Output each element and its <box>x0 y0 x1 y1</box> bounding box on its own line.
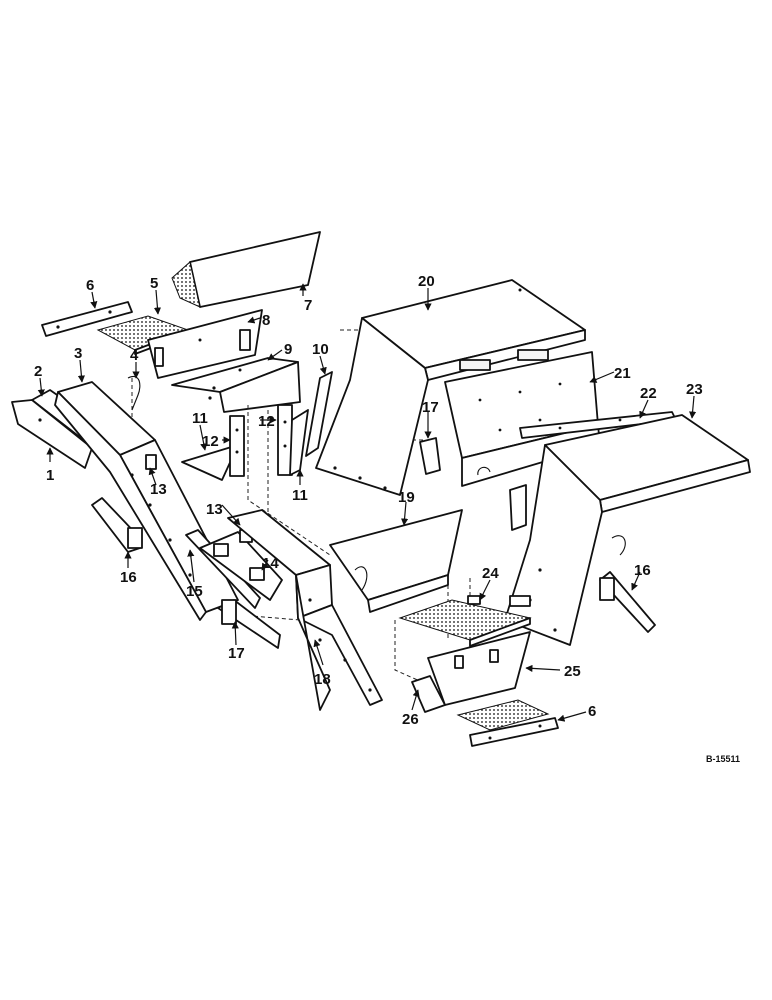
callout-19: 19 <box>398 489 415 506</box>
part-9-step-base[interactable] <box>171 357 301 413</box>
callout-22: 22 <box>640 385 657 402</box>
callout-12-right: 12 <box>258 413 275 430</box>
callout-14: 14 <box>262 555 279 572</box>
part-6-step-bracket-lower[interactable] <box>456 699 559 747</box>
part-7-deflector-panel[interactable] <box>171 231 321 308</box>
callout-labels: 1 2 3 4 5 6 7 8 9 10 11 11 12 12 13 13 1… <box>34 273 740 764</box>
reference-number: B-15511 <box>706 754 740 764</box>
callout-11-left: 11 <box>192 410 208 427</box>
part-25-step-riser-lower[interactable] <box>427 631 531 706</box>
callout-2: 2 <box>34 363 42 380</box>
part-16-left-bracket[interactable] <box>91 497 143 553</box>
callout-23: 23 <box>686 381 703 398</box>
callout-16-left: 16 <box>120 569 137 586</box>
part-8-step-riser-upper[interactable] <box>147 309 263 379</box>
callout-5: 5 <box>150 275 158 292</box>
callout-17-upper: 17 <box>422 399 439 416</box>
callout-12-left: 12 <box>202 433 219 450</box>
part-17-lower-bracket[interactable] <box>217 599 281 649</box>
part-10-corner-bracket[interactable] <box>305 371 333 457</box>
callout-10: 10 <box>312 341 329 358</box>
callout-20: 20 <box>418 273 435 290</box>
part-4-handrail[interactable] <box>127 376 141 411</box>
callout-3: 3 <box>74 345 82 362</box>
part-17-upper-bracket[interactable] <box>419 437 441 475</box>
callout-26: 26 <box>402 711 419 728</box>
callout-9: 9 <box>284 341 292 358</box>
callout-25: 25 <box>564 663 581 680</box>
part-18-fender-side[interactable] <box>227 509 383 711</box>
callout-leaders <box>37 283 697 722</box>
part-20-rear-cab[interactable] <box>315 279 586 496</box>
part-11-12-right-brace[interactable] <box>277 404 309 476</box>
part-3-left-fender[interactable] <box>54 381 239 621</box>
callout-13-upper: 13 <box>150 481 167 498</box>
part-19-step-panel[interactable] <box>329 509 463 613</box>
callout-8: 8 <box>262 312 270 329</box>
part-13-bracket-upper[interactable] <box>145 454 157 470</box>
callout-18: 18 <box>314 671 331 688</box>
part-24-step-tread-lower[interactable] <box>398 595 532 647</box>
part-6-step-bracket-upper[interactable] <box>41 301 133 337</box>
part-1-side-plate[interactable] <box>11 399 93 469</box>
callout-15: 15 <box>186 583 203 600</box>
callout-17-lower: 17 <box>228 645 245 662</box>
callout-6-lower: 6 <box>588 703 596 720</box>
callout-24: 24 <box>482 565 499 582</box>
callout-13-lower: 13 <box>206 501 223 518</box>
callout-16-right: 16 <box>634 562 651 579</box>
callout-11-right: 11 <box>292 487 308 504</box>
callout-6-upper: 6 <box>86 277 94 294</box>
part-23-right-fender[interactable] <box>504 414 751 646</box>
part-11-12-left-brace[interactable] <box>181 415 245 481</box>
callout-4: 4 <box>130 347 139 364</box>
part-16-right-bracket[interactable] <box>599 535 656 633</box>
callout-7: 7 <box>304 297 312 314</box>
callout-1: 1 <box>46 467 54 484</box>
part-26-step-base-lower[interactable] <box>411 675 446 713</box>
callout-21: 21 <box>614 365 631 382</box>
